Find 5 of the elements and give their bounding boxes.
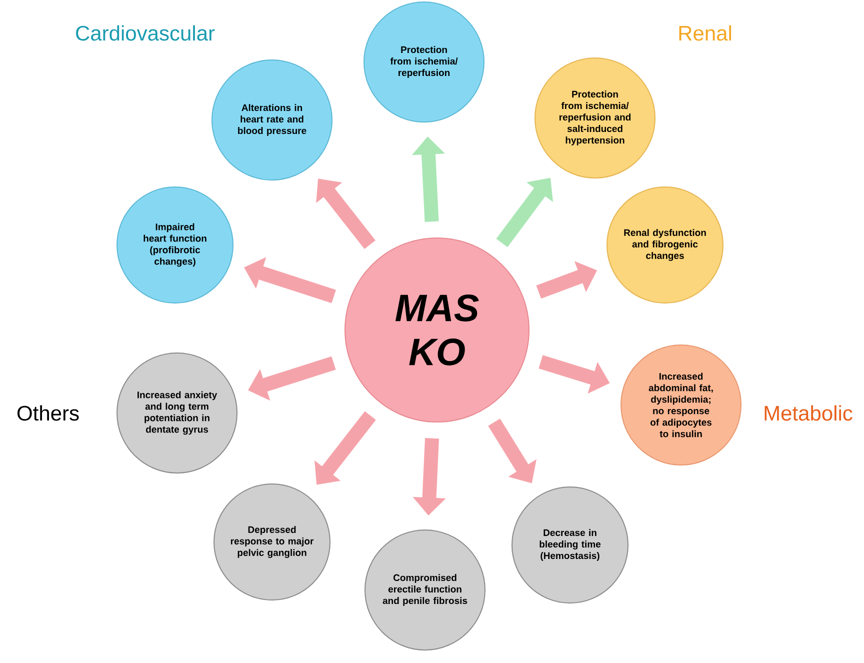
block-arrow [316, 178, 376, 249]
category-label: Metabolic [764, 405, 852, 421]
category-label: Others [17, 405, 79, 421]
category-label: Renal [679, 25, 732, 41]
category-label: Cardiovascular [76, 25, 215, 41]
